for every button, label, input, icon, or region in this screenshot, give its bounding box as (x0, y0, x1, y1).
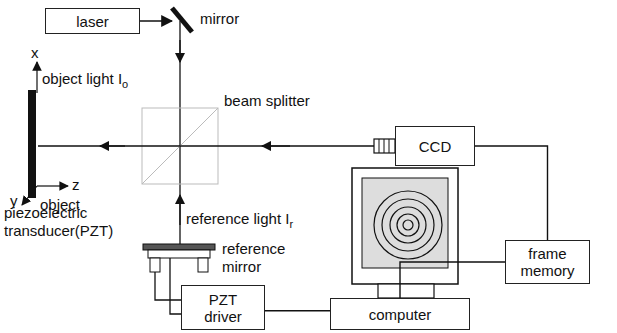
part-label: mirror (200, 10, 239, 28)
part-label: object light I (42, 70, 122, 87)
device-box: frame memory (505, 240, 590, 284)
box-label: frame memory (513, 245, 583, 279)
horizontal-beam (38, 145, 375, 146)
part-label: reference light I (186, 210, 289, 227)
monitor-screen (362, 178, 448, 268)
part-label: beam splitter (224, 92, 310, 110)
pzt-mount (150, 258, 160, 272)
label-group: object light Io (42, 70, 128, 89)
box-label: computer (369, 306, 432, 323)
beam-arrow (179, 40, 180, 62)
device-box: laser (45, 8, 140, 34)
beam-arrow (179, 195, 180, 225)
mirror-symbol (172, 8, 192, 32)
laser-beam (140, 20, 172, 22)
reference-mirror-plate (143, 244, 215, 250)
device-box: CCD (395, 126, 475, 166)
lens-rib (389, 139, 390, 153)
vertical-beam (179, 21, 180, 244)
pzt-block (148, 250, 210, 258)
signal-wire (475, 146, 548, 240)
beam-arrow (100, 145, 125, 146)
lens-rib (379, 139, 380, 153)
object-plate (28, 90, 36, 198)
box-label: CCD (419, 138, 452, 155)
box-label: PZT driver (198, 291, 248, 325)
part-label: piezoelectric transducer(PZT) (4, 204, 144, 240)
x-axis (36, 62, 37, 93)
lens-rib (384, 139, 385, 153)
monitor-frame (352, 168, 458, 284)
pzt-wire (155, 272, 181, 300)
part-label: reference mirror (222, 240, 302, 276)
part-label: z (72, 176, 80, 194)
monitor-stand (378, 284, 434, 298)
signal-wire (265, 310, 330, 311)
part-label: o (122, 78, 128, 90)
z-axis (37, 185, 68, 186)
fringe-pattern (374, 191, 442, 259)
device-box: computer (330, 298, 470, 330)
pzt-mount (198, 258, 208, 272)
signal-wire (400, 262, 505, 298)
label-group: reference light Ir (186, 210, 293, 229)
beam-arrow (262, 145, 290, 146)
part-label: x (31, 44, 39, 62)
ccd-lens (374, 139, 395, 153)
device-box: PZT driver (181, 285, 265, 330)
box-label: laser (76, 13, 109, 30)
pzt-wire (170, 258, 181, 314)
y-axis (22, 186, 37, 205)
part-label: r (289, 218, 293, 230)
